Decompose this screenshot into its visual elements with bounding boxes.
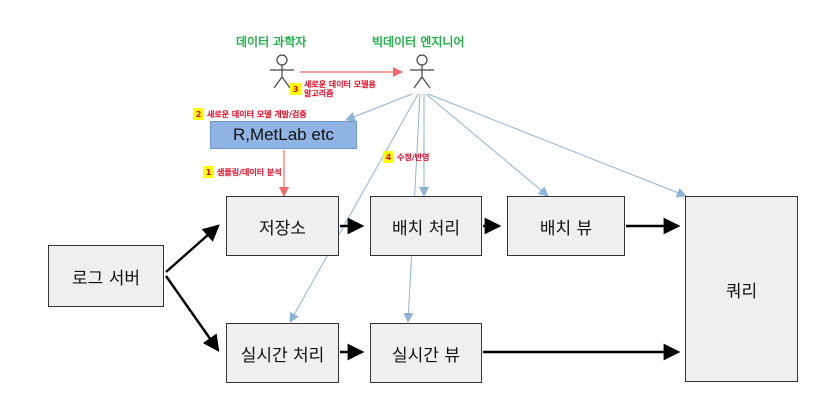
big-data-engineer-label: 빅데이터 엔지니어 <box>372 35 465 49</box>
log-to-realtime-processing-arrow <box>165 275 220 352</box>
engineer-to-realtime-processing-arrow <box>289 93 419 323</box>
step-3-text-line1: 새로운 데이터 모델용 <box>304 80 376 89</box>
step-2-annotation: 2 새로운 데이터 모델 개발/검증 <box>193 108 307 120</box>
data-scientist-label: 데이터 과학자 <box>236 35 307 49</box>
data-scientist-actor-icon <box>270 54 294 89</box>
step-3-badge: 3 <box>290 83 301 95</box>
step-2-text: 새로운 데이터 모델 개발/검증 <box>207 109 307 119</box>
realtime-processing-box: 실시간 처리 <box>226 323 339 383</box>
batch-view-box: 배치 뷰 <box>507 196 625 256</box>
step-1-annotation: 1 샘플링/데이터 분석 <box>203 166 282 178</box>
engineer-to-query-arrow <box>427 93 687 198</box>
step-4-text: 수정/반영 <box>397 152 430 162</box>
query-box: 쿼리 <box>685 196 798 382</box>
step-3-text-line2: 알고리즘 <box>304 89 334 98</box>
step-1-badge: 1 <box>203 166 214 178</box>
engineer-to-storage-arrow <box>345 93 413 122</box>
big-data-engineer-actor-icon <box>410 54 434 89</box>
realtime-view-box: 실시간 뷰 <box>370 323 482 383</box>
step-2-badge: 2 <box>193 108 204 120</box>
log-server-box: 로그 서버 <box>48 245 164 307</box>
step-3-annotation: 3 새로운 데이터 모델용 알고리즘 <box>290 80 376 98</box>
step-1-text: 샘플링/데이터 분석 <box>217 167 282 177</box>
log-to-storage-arrow <box>165 224 220 273</box>
step-4-badge: 4 <box>383 151 394 163</box>
batch-processing-box: 배치 처리 <box>370 196 482 256</box>
engineer-to-batch-view-arrow <box>425 93 549 197</box>
tool-box: R,MetLab etc <box>210 121 357 149</box>
storage-box: 저장소 <box>226 196 339 256</box>
step-4-annotation: 4 수정/반영 <box>383 151 429 163</box>
step-3-text: 새로운 데이터 모델용 알고리즘 <box>304 80 376 98</box>
